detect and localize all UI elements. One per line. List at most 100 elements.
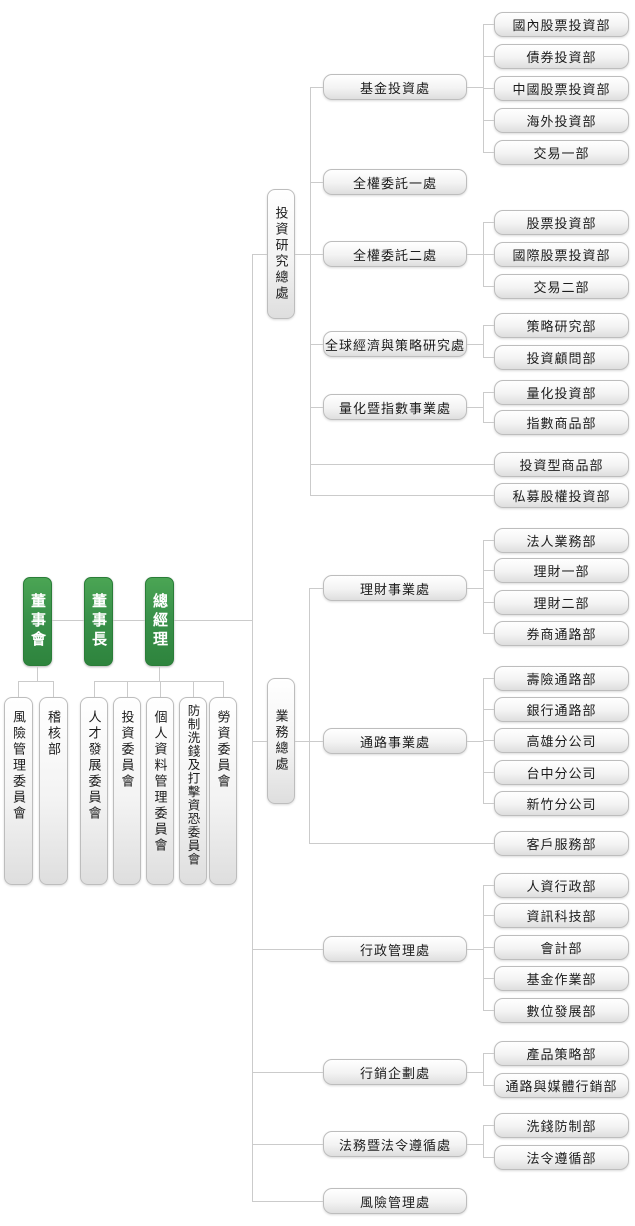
connector-line (252, 741, 267, 742)
trading-dept-2-node: 交易二部 (494, 274, 629, 299)
node-label: 全球經濟與策略研究處 (324, 337, 465, 353)
connector-line (310, 87, 323, 88)
connector-line (483, 1125, 494, 1126)
international-equity-dept-node: 國際股票投資部 (494, 242, 629, 267)
node-label: 國內股票投資部 (512, 18, 611, 33)
node-label: 新竹分公司 (526, 797, 597, 812)
connector-line (483, 286, 494, 287)
connector-line (483, 915, 494, 916)
connector-line (160, 681, 161, 697)
connector-line (53, 681, 54, 697)
product-strategy-dept-node: 產品策略部 (494, 1041, 629, 1066)
connector-line (467, 407, 483, 408)
node-label: 全權委託二處 (352, 247, 437, 263)
connector-line (483, 709, 494, 710)
node-label: 交易二部 (533, 280, 590, 295)
index-products-dept-node: 指數商品部 (494, 410, 629, 435)
connector-line (52, 620, 84, 621)
connector-line (18, 681, 19, 697)
connector-line (483, 803, 494, 804)
node-label: 國際股票投資部 (512, 248, 611, 263)
connector-line (483, 978, 494, 979)
connector-line (483, 24, 494, 25)
connector-line (483, 56, 494, 57)
it-dept-node: 資訊科技部 (494, 903, 629, 928)
node-label: 基金作業部 (526, 972, 597, 987)
president-node: 總經理 (145, 577, 174, 666)
node-label: 個人資料管理委員會 (152, 710, 168, 854)
node-label: 勞資委員會 (215, 710, 231, 790)
connector-line (483, 678, 484, 804)
taichung-branch-node: 台中分公司 (494, 760, 629, 785)
chairman-label: 董事長 (90, 593, 107, 650)
discretionary-office-2-node: 全權委託二處 (323, 241, 467, 267)
quant-investment-dept-node: 量化投資部 (494, 380, 629, 405)
connector-line (295, 254, 323, 255)
node-label: 券商通路部 (526, 627, 597, 642)
node-label: 債券投資部 (526, 50, 597, 65)
equity-investment-dept-node: 股票投資部 (494, 210, 629, 235)
connector-line (310, 87, 311, 496)
connector-line (483, 602, 494, 603)
node-label: 風險管理處 (359, 1194, 430, 1210)
node-label: 壽險通路部 (526, 672, 597, 687)
node-label: 防制洗錢及打擊資恐委員會 (185, 704, 200, 866)
node-label: 人資行政部 (526, 879, 597, 894)
node-label: 產品策略部 (526, 1047, 597, 1062)
node-label: 風險管理委員會 (11, 710, 26, 822)
connector-line (223, 681, 224, 697)
connector-line (483, 392, 494, 393)
node-label: 客戶服務部 (526, 837, 597, 852)
broker-channel-dept-node: 券商通路部 (494, 621, 629, 646)
connector-line (483, 357, 494, 358)
quant-index-business-office-node: 量化暨指數事業處 (323, 394, 467, 420)
connector-line (483, 1085, 494, 1086)
connector-line (467, 949, 483, 950)
node-label: 行銷企劃處 (359, 1065, 430, 1081)
connector-line (310, 407, 323, 408)
connector-line (483, 947, 494, 948)
connector-line (483, 325, 494, 326)
personal-data-committee-node: 個人資料管理委員會 (146, 697, 174, 885)
institutional-business-dept-node: 法人業務部 (494, 528, 629, 553)
connector-line (37, 666, 38, 681)
node-label: 數位發展部 (526, 1004, 597, 1019)
connector-line (127, 681, 128, 697)
marketing-planning-office-node: 行銷企劃處 (323, 1059, 467, 1085)
hsinchu-branch-node: 新竹分公司 (494, 791, 629, 816)
node-label: 銀行通路部 (526, 703, 597, 718)
connector-line (252, 1201, 323, 1202)
node-label: 私募股權投資部 (512, 489, 611, 504)
digital-development-dept-node: 數位發展部 (494, 998, 629, 1023)
president-label: 總經理 (151, 593, 168, 650)
node-label: 海外投資部 (526, 114, 597, 129)
connector-line (94, 681, 223, 682)
customer-service-dept-node: 客戶服務部 (494, 831, 629, 856)
connector-line (483, 678, 494, 679)
connector-line (193, 681, 194, 697)
connector-line (483, 633, 494, 634)
bond-investment-dept-node: 債券投資部 (494, 44, 629, 69)
connector-line (252, 254, 253, 1201)
connector-line (483, 1053, 494, 1054)
connector-line (310, 182, 323, 183)
node-label: 中國股票投資部 (512, 82, 611, 97)
china-equity-dept-node: 中國股票投資部 (494, 76, 629, 101)
bank-channel-dept-node: 銀行通路部 (494, 697, 629, 722)
node-label: 量化暨指數事業處 (338, 400, 451, 416)
connector-line (309, 588, 323, 589)
fund-operations-dept-node: 基金作業部 (494, 966, 629, 991)
node-label: 高雄分公司 (526, 734, 597, 749)
node-label: 投資顧問部 (526, 351, 597, 366)
strategy-research-dept-node: 策略研究部 (494, 313, 629, 338)
connector-line (467, 1072, 483, 1073)
node-label: 股票投資部 (526, 216, 597, 231)
connector-line (113, 620, 145, 621)
compliance-dept-node: 法令遵循部 (494, 1145, 629, 1170)
domestic-equity-dept-node: 國內股票投資部 (494, 12, 629, 37)
risk-management-office-node: 風險管理處 (323, 1188, 467, 1214)
node-label: 指數商品部 (526, 416, 597, 431)
connector-line (94, 681, 95, 697)
node-label: 理財一部 (533, 564, 590, 579)
